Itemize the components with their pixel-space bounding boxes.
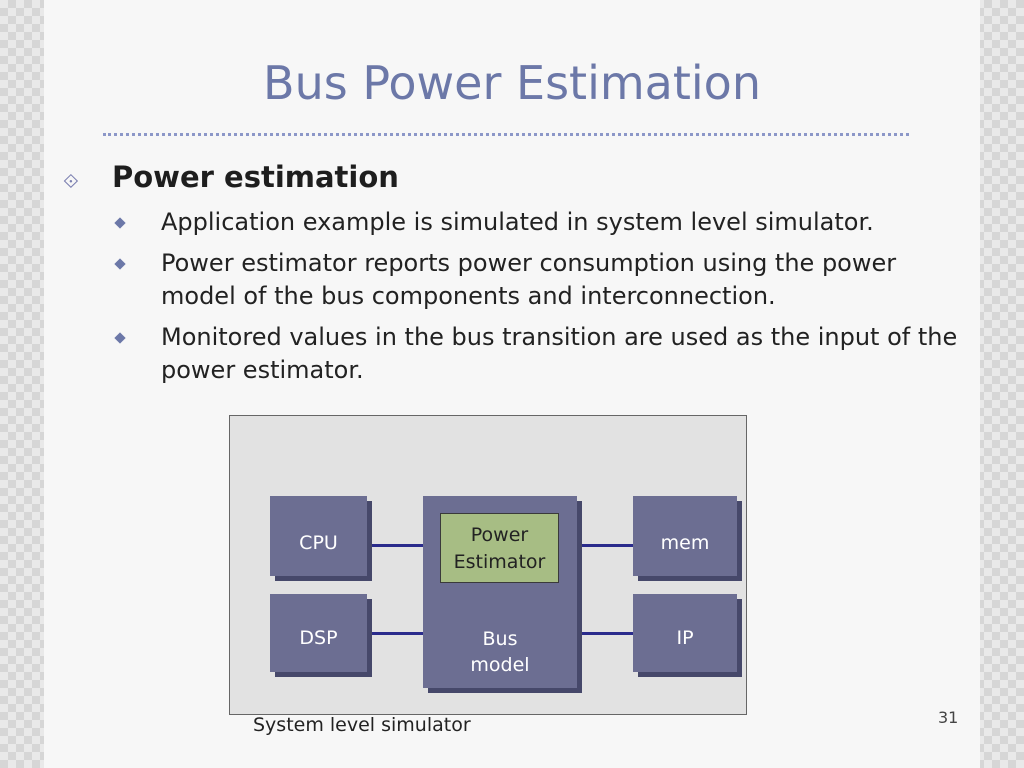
- dsp-block: DSP: [270, 594, 367, 672]
- cpu-label: CPU: [299, 532, 338, 554]
- diamond-bullet-icon: [114, 217, 126, 229]
- bus-mem-connector: [577, 544, 633, 547]
- bullet-list: Application example is simulated in syst…: [112, 206, 962, 395]
- bullet-text: Application example is simulated in syst…: [161, 208, 874, 236]
- system-level-simulator-diagram: CPU DSP Bus model Power Estimator mem IP: [229, 415, 747, 715]
- dsp-label: DSP: [299, 627, 338, 649]
- bus-model-label-line2: model: [470, 654, 530, 676]
- slide-title: Bus Power Estimation: [263, 56, 761, 110]
- power-estimator-label-line2: Estimator: [453, 551, 546, 573]
- bullet-item: Power estimator reports power consumptio…: [112, 247, 962, 313]
- power-estimator-block: Power Estimator: [440, 513, 559, 583]
- bullet-item: Monitored values in the bus transition a…: [112, 321, 962, 387]
- heading-power-estimation: Power estimation: [112, 160, 399, 194]
- ip-label: IP: [676, 627, 694, 649]
- diagram-caption: System level simulator: [253, 714, 471, 736]
- dsp-bus-connector: [367, 632, 423, 635]
- power-estimator-label-line1: Power: [470, 524, 529, 546]
- bus-ip-connector: [577, 632, 633, 635]
- page-number: 31: [938, 708, 959, 727]
- diamond-bullet-icon: [114, 332, 126, 344]
- bullet-item: Application example is simulated in syst…: [112, 206, 962, 239]
- diamond-bullet-icon: [114, 258, 126, 270]
- bullet-text: Monitored values in the bus transition a…: [161, 323, 958, 384]
- title-divider: [103, 133, 909, 136]
- diamond-outline-bullet-icon: ⟐: [63, 169, 79, 193]
- cpu-bus-connector: [367, 544, 423, 547]
- cpu-block: CPU: [270, 496, 367, 576]
- mem-label: mem: [660, 532, 710, 554]
- bullet-text: Power estimator reports power consumptio…: [161, 249, 897, 310]
- bus-model-label-line1: Bus: [482, 628, 518, 650]
- mem-block: mem: [633, 496, 737, 576]
- ip-block: IP: [633, 594, 737, 672]
